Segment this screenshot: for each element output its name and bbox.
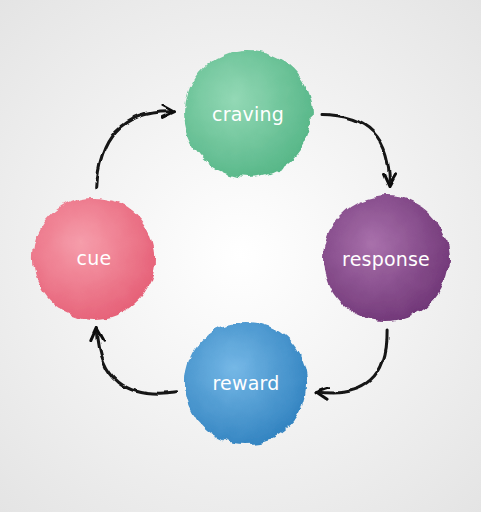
cycle-circle: reward bbox=[181, 318, 311, 448]
node-label: response bbox=[342, 248, 430, 270]
cycle-circle: cue bbox=[29, 193, 159, 323]
cycle-circle: craving bbox=[180, 46, 316, 182]
cycle-arrow bbox=[97, 330, 176, 394]
node-label: reward bbox=[212, 372, 279, 394]
cycle-arrow bbox=[97, 112, 173, 188]
cycle-circle: response bbox=[319, 192, 453, 326]
node-label: craving bbox=[212, 103, 284, 125]
cycle-arrow bbox=[321, 115, 389, 186]
cycle-arrow bbox=[317, 331, 387, 393]
node-label: cue bbox=[77, 247, 112, 269]
